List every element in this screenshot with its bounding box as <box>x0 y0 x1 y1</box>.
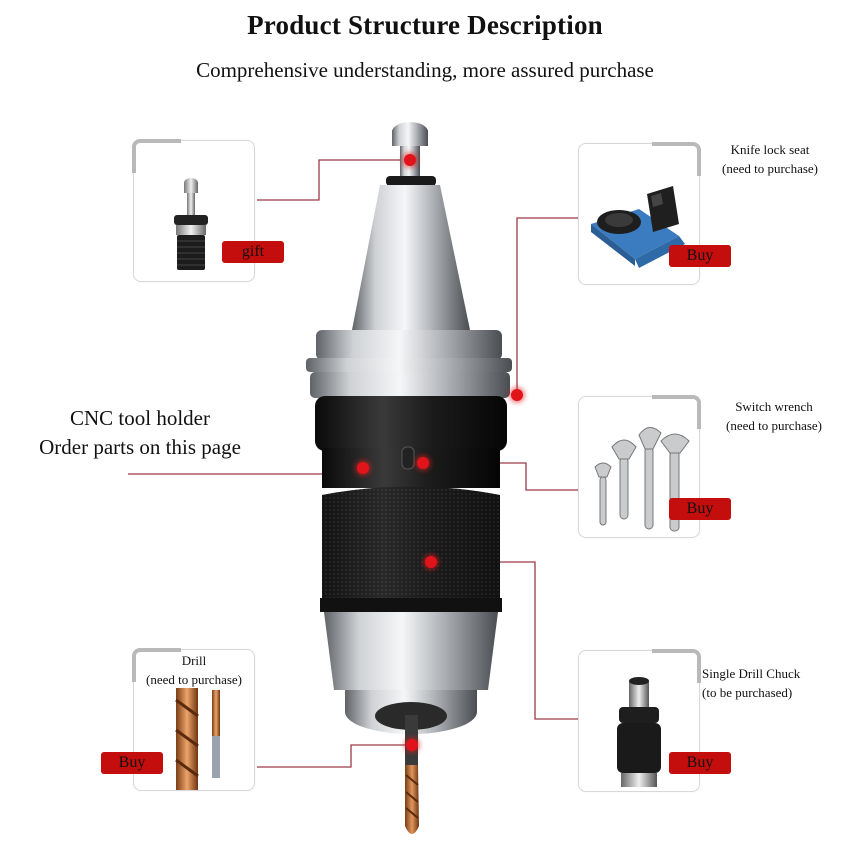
card-corner-accent <box>132 139 181 173</box>
drill-note: (need to purchase) <box>145 672 242 687</box>
connector-pull-stud <box>257 159 410 201</box>
knife-lock-seat-label: Knife lock seat (need to purchase) <box>700 140 840 178</box>
drill-chuck-icon <box>617 677 661 787</box>
drill-chuck-label: Single Drill Chuck (to be purchased) <box>702 664 846 702</box>
buy-button-switch-wrench[interactable]: Buy <box>669 498 731 520</box>
switch-wrench-note: (need to purchase) <box>725 418 822 433</box>
hotspot-drill-chuck[interactable] <box>425 556 437 568</box>
knife-lock-seat-name: Knife lock seat <box>730 142 810 157</box>
card-corner-accent <box>652 142 701 176</box>
page-title: Product Structure Description <box>247 10 603 40</box>
buy-button-knife-lock-seat[interactable]: Buy <box>669 245 731 267</box>
buy-button-drill-chuck[interactable]: Buy <box>669 752 731 774</box>
connector-knife-lock-seat <box>516 217 578 393</box>
page-subtitle: Comprehensive understanding, more assure… <box>196 58 654 82</box>
switch-wrench-name: Switch wrench <box>735 399 813 414</box>
drill-name: Drill <box>181 653 207 668</box>
card-corner-accent <box>652 395 701 429</box>
hotspot-drill[interactable] <box>406 739 418 751</box>
drill-bit-icon <box>175 688 220 790</box>
part-card-drill[interactable]: Drill (need to purchase) Buy <box>101 648 255 791</box>
drill-chuck-name: Single Drill Chuck <box>702 666 801 681</box>
knife-lock-seat-icon <box>591 186 685 268</box>
part-card-pull-stud[interactable]: gift <box>132 139 284 282</box>
part-card-drill-chuck[interactable]: Buy <box>578 649 731 792</box>
part-card-switch-wrench[interactable]: Buy <box>578 395 731 538</box>
connector-drill <box>257 744 412 768</box>
switch-wrench-label: Switch wrench (need to purchase) <box>706 397 842 435</box>
gift-badge[interactable]: gift <box>222 241 284 263</box>
card-corner-accent <box>652 649 701 683</box>
drill-chuck-note: (to be purchased) <box>702 685 793 700</box>
main-product-label-line2: Order parts on this page <box>39 435 241 459</box>
card-corner-accent <box>132 648 181 682</box>
buy-button-drill[interactable]: Buy <box>101 752 163 774</box>
pull-stud-icon <box>174 178 208 270</box>
hotspot-knife-lock-seat[interactable] <box>511 389 523 401</box>
knife-lock-seat-note: (need to purchase) <box>721 161 818 176</box>
part-card-knife-lock-seat[interactable]: Buy <box>578 142 731 285</box>
hotspot-pull-stud[interactable] <box>404 154 416 166</box>
hotspot-switch-wrench[interactable] <box>417 457 429 469</box>
hotspot-tool-holder-body[interactable] <box>357 462 369 474</box>
main-product-label-line1: CNC tool holder <box>70 406 210 430</box>
drill-label: Drill (need to purchase) <box>134 651 254 689</box>
main-product-label: CNC tool holder Order parts on this page <box>0 404 280 462</box>
